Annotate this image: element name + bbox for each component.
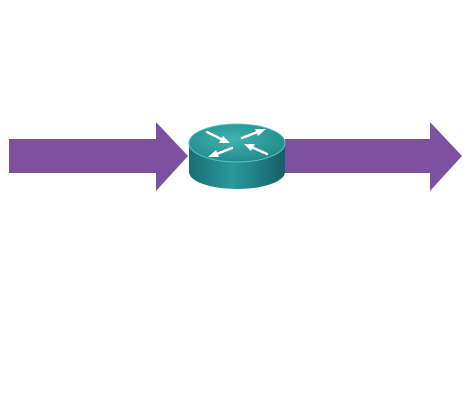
outgoing-arrow <box>285 122 462 191</box>
router-icon[interactable] <box>188 123 286 189</box>
router-arrows-icon <box>205 129 269 157</box>
incoming-arrow <box>9 122 188 191</box>
